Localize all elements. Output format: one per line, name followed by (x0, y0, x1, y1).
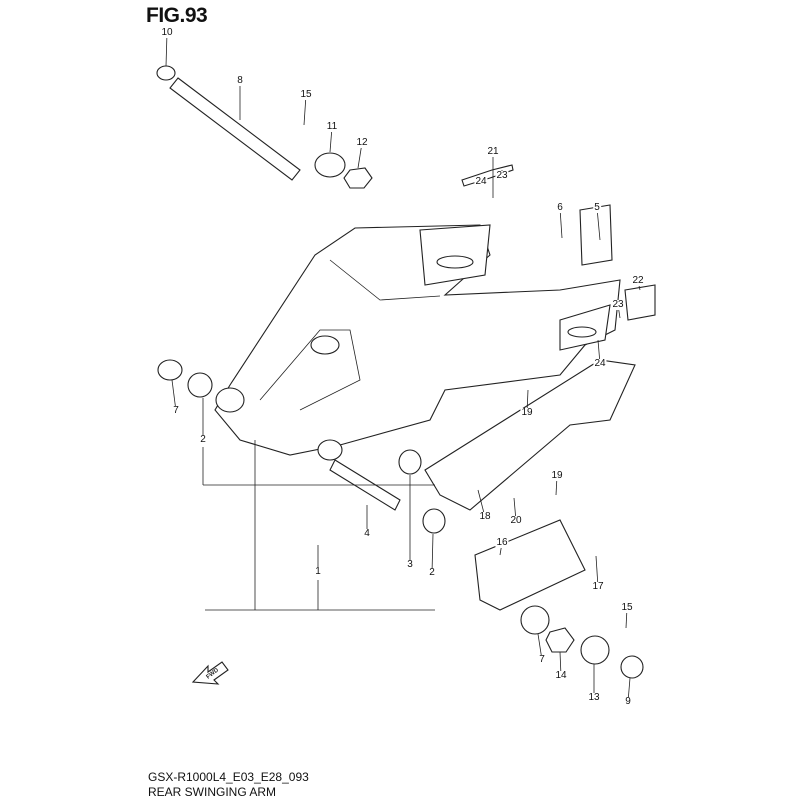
plate-5 (579, 204, 613, 266)
callout-13: 13 (587, 692, 601, 703)
callout-20: 20 (509, 515, 523, 526)
plate-22 (624, 284, 656, 321)
bearing-2b (422, 508, 446, 534)
callout-2: 2 (428, 567, 436, 578)
swing-arm (214, 224, 621, 461)
fwd-arrow-icon: FWD (191, 661, 229, 685)
callout-21: 21 (486, 146, 500, 157)
callout-10: 10 (160, 27, 174, 38)
bearing-3 (398, 449, 422, 475)
chain-adjuster-21 (419, 224, 491, 286)
bearing-2 (187, 372, 213, 398)
callout-23: 23 (495, 170, 509, 181)
collar-7 (157, 359, 183, 381)
nut-14 (545, 627, 575, 653)
adjuster-11 (314, 152, 346, 178)
leader-line (596, 207, 601, 241)
callout-9: 9 (624, 696, 632, 707)
leader-line (559, 207, 563, 239)
callout-15: 15 (620, 602, 634, 613)
leader-line (431, 533, 434, 574)
callout-2: 2 (199, 434, 207, 445)
nut-9 (620, 655, 644, 679)
callout-17: 17 (591, 581, 605, 592)
locknut-12 (343, 167, 373, 189)
callout-19: 19 (550, 470, 564, 481)
collar-7b (520, 605, 550, 635)
callout-22: 22 (631, 275, 645, 286)
adjuster-13 (580, 635, 610, 665)
leader-line (171, 379, 177, 412)
callout-24: 24 (593, 358, 607, 369)
figure-code: GSX-R1000L4_E03_E28_093 (148, 770, 309, 784)
callout-19: 19 (520, 407, 534, 418)
leader-line (165, 32, 168, 67)
callout-5: 5 (593, 202, 601, 213)
callout-7: 7 (172, 405, 180, 416)
callout-6: 6 (556, 202, 564, 213)
figure-name: REAR SWINGING ARM (148, 785, 277, 799)
nut-10 (156, 65, 176, 81)
callout-18: 18 (478, 511, 492, 522)
callout-23: 23 (611, 299, 625, 310)
leader-line (595, 555, 599, 588)
callout-15: 15 (299, 89, 313, 100)
callout-16: 16 (495, 537, 509, 548)
callout-8: 8 (236, 75, 244, 86)
callout-4: 4 (363, 528, 371, 539)
chain-guide-16 (474, 519, 586, 611)
callout-11: 11 (325, 121, 339, 132)
pivot-shaft (156, 65, 373, 189)
callout-14: 14 (554, 670, 568, 681)
callout-3: 3 (406, 559, 414, 570)
callout-1: 1 (314, 566, 322, 577)
callout-12: 12 (355, 137, 369, 148)
callout-7: 7 (538, 654, 546, 665)
leader-line (303, 94, 307, 126)
figure-title: FIG.93 (146, 4, 208, 27)
callout-24: 24 (474, 176, 488, 187)
